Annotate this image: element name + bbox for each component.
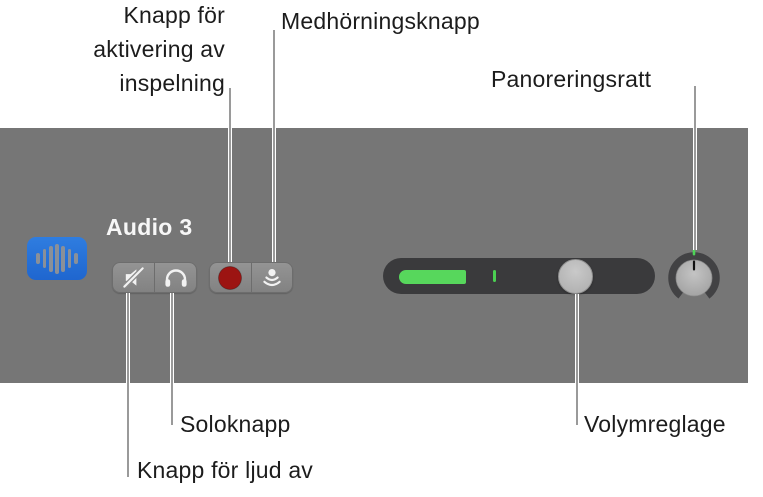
pan-knob-face [675,259,713,297]
volume-slider[interactable] [383,258,655,294]
waveform-bar [42,249,47,268]
monitoring-waves-icon [259,266,285,290]
volume-slider-thumb[interactable] [558,258,593,294]
waveform-bar [61,245,66,272]
pan-knob-ring [668,252,720,304]
callout-volume-label: Volymreglage [584,411,726,437]
callout-line-monitoring [271,30,276,262]
audio-waveform-icon[interactable] [27,237,87,280]
pan-center-tick [692,249,696,256]
input-monitoring-button[interactable] [250,263,293,292]
record-monitor-button-group [209,262,293,293]
callout-record-enable-label: Knapp för aktivering av inspelning [93,2,225,96]
callout-line-volume [574,294,579,425]
record-dot-icon [217,265,243,291]
track-header-strip[interactable]: Audio 3 [0,128,748,383]
waveform-bar [55,243,59,274]
track-name[interactable]: Audio 3 [106,214,193,240]
volume-level-meter [399,269,466,284]
record-enable-button[interactable] [210,263,251,292]
callout-mute-label: Knapp för ljud av [137,457,314,483]
headphones-icon [162,266,190,290]
callout-solo-label: Soloknapp [180,411,291,437]
waveform-bar [36,253,40,264]
mute-button[interactable] [113,263,154,292]
waveform-bar [67,249,72,268]
callout-line-record [227,88,232,262]
speaker-muted-icon [119,265,148,290]
callout-line-pan [692,86,697,250]
pan-indicator-line [692,260,696,271]
waveform-bar [48,245,53,272]
callout-pan-label: Panoreringsratt [491,66,652,92]
mute-solo-button-group [112,262,197,293]
callout-line-solo [169,293,174,425]
solo-button[interactable] [154,263,196,292]
callout-line-mute [126,293,130,477]
pan-knob[interactable] [666,249,722,305]
volume-zero-tick [493,270,496,282]
callout-input-monitoring-label: Medhörningsknapp [281,8,480,34]
waveform-bar [73,253,78,264]
